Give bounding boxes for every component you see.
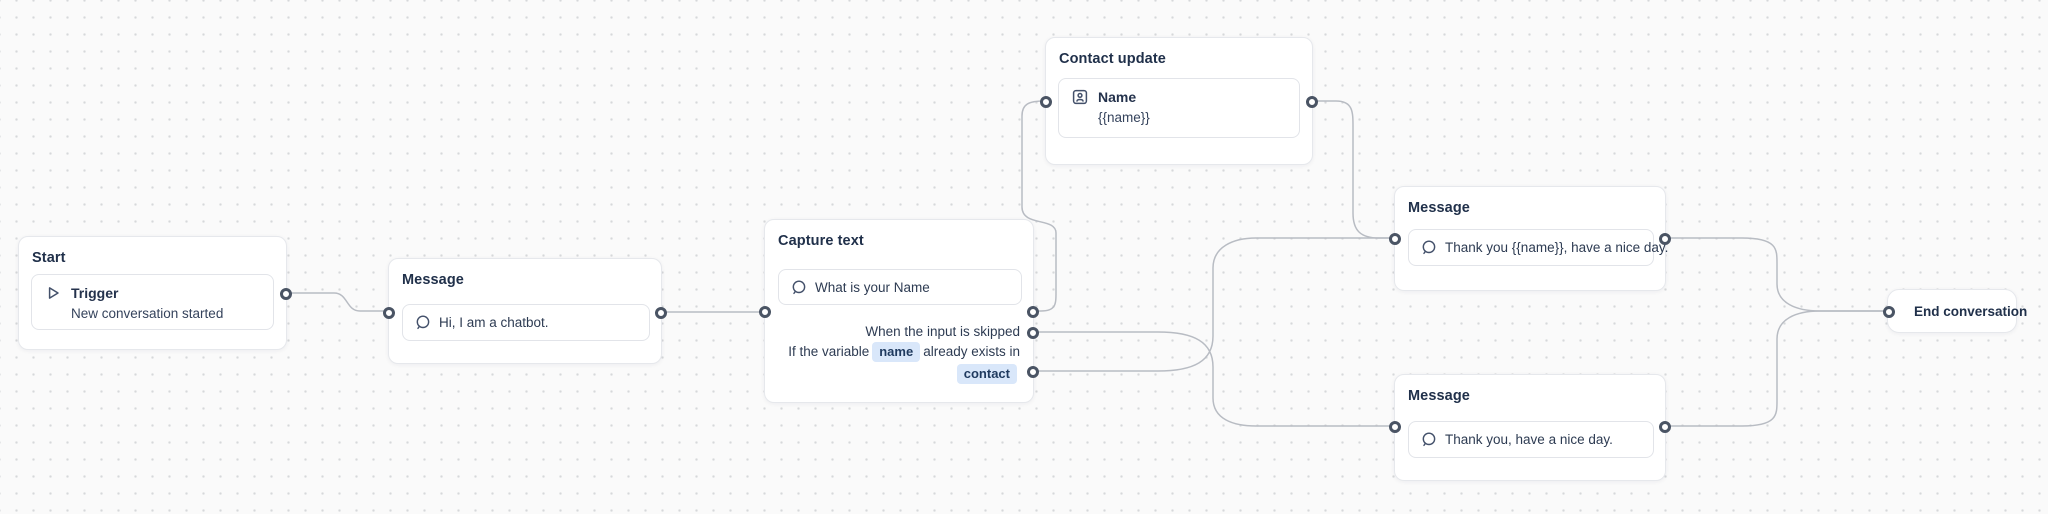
capture-text-node[interactable]: Capture text What is your Name When the … xyxy=(759,219,1039,403)
wire-message-to-end-bottom[interactable] xyxy=(1667,310,1888,427)
wire-message-to-end-top[interactable] xyxy=(1666,237,1888,312)
trigger-label: Trigger xyxy=(71,285,119,301)
chat-bubble-icon xyxy=(790,279,807,296)
start-node[interactable]: Start Trigger New conversation started xyxy=(18,236,292,350)
node-title: Message xyxy=(402,272,464,288)
contact-card-icon xyxy=(1071,88,1089,106)
variable-name-chip[interactable]: name xyxy=(872,342,921,362)
output-port[interactable] xyxy=(1659,233,1671,245)
skipped-output-label: When the input is skipped xyxy=(865,324,1020,339)
capture-prompt-text: What is your Name xyxy=(815,279,930,295)
input-port[interactable] xyxy=(1389,233,1401,245)
trigger-description: New conversation started xyxy=(71,306,224,321)
message-text: Thank you {{name}}, have a nice day. xyxy=(1445,240,1669,255)
output-port[interactable] xyxy=(655,307,667,319)
contact-field-card[interactable]: Name {{name}} xyxy=(1058,78,1300,138)
exists-suffix: already exists in xyxy=(923,344,1020,359)
chat-bubble-icon xyxy=(1420,431,1437,448)
trigger-card[interactable]: Trigger New conversation started xyxy=(31,274,274,330)
end-conversation-node[interactable]: End conversation xyxy=(1883,289,2027,333)
output-port[interactable] xyxy=(1306,96,1318,108)
output-port-captured[interactable] xyxy=(1027,306,1039,318)
node-title: Contact update xyxy=(1059,51,1166,67)
input-port[interactable] xyxy=(1883,306,1895,318)
node-title: Start xyxy=(32,250,66,266)
message-card[interactable]: Hi, I am a chatbot. xyxy=(402,304,650,341)
chat-bubble-icon xyxy=(1420,239,1437,256)
wire-skipped-to-message[interactable] xyxy=(1035,331,1394,427)
end-label: End conversation xyxy=(1914,303,2028,319)
node-title: Capture text xyxy=(778,233,864,249)
contact-field-value: {{name}} xyxy=(1098,110,1150,125)
contact-update-node[interactable]: Contact update Name {{name}} xyxy=(1040,37,1318,165)
exists-prefix: If the variable xyxy=(788,344,870,359)
wire-contact-update-to-message[interactable] xyxy=(1314,100,1394,239)
play-icon xyxy=(44,284,62,302)
output-port[interactable] xyxy=(280,288,292,300)
output-port[interactable] xyxy=(1659,421,1671,433)
wire-exists-to-message[interactable] xyxy=(1035,237,1394,372)
input-port[interactable] xyxy=(383,307,395,319)
node-title: Message xyxy=(1408,200,1470,216)
message-node-intro[interactable]: Message Hi, I am a chatbot. xyxy=(383,258,667,364)
chat-bubble-icon xyxy=(414,314,431,331)
message-node-thanks-name[interactable]: Message Thank you {{name}}, have a nice … xyxy=(1389,186,1671,291)
message-node-thanks[interactable]: Message Thank you, have a nice day. xyxy=(1389,374,1671,481)
output-port-skipped[interactable] xyxy=(1027,327,1039,339)
output-port-exists[interactable] xyxy=(1027,366,1039,378)
message-text: Hi, I am a chatbot. xyxy=(439,315,549,330)
message-card[interactable]: Thank you, have a nice day. xyxy=(1408,421,1654,458)
contact-target-chip[interactable]: contact xyxy=(956,364,1017,384)
wire-capture-to-contact-update[interactable] xyxy=(1021,100,1057,312)
input-port[interactable] xyxy=(1040,96,1052,108)
input-port[interactable] xyxy=(1389,421,1401,433)
wire-start-to-message[interactable] xyxy=(286,292,389,312)
input-port[interactable] xyxy=(759,306,771,318)
node-title: Message xyxy=(1408,388,1470,404)
contact-field-label: Name xyxy=(1098,89,1137,105)
message-text: Thank you, have a nice day. xyxy=(1445,432,1613,447)
capture-prompt-card[interactable]: What is your Name xyxy=(778,269,1022,305)
message-card[interactable]: Thank you {{name}}, have a nice day. xyxy=(1408,229,1668,266)
